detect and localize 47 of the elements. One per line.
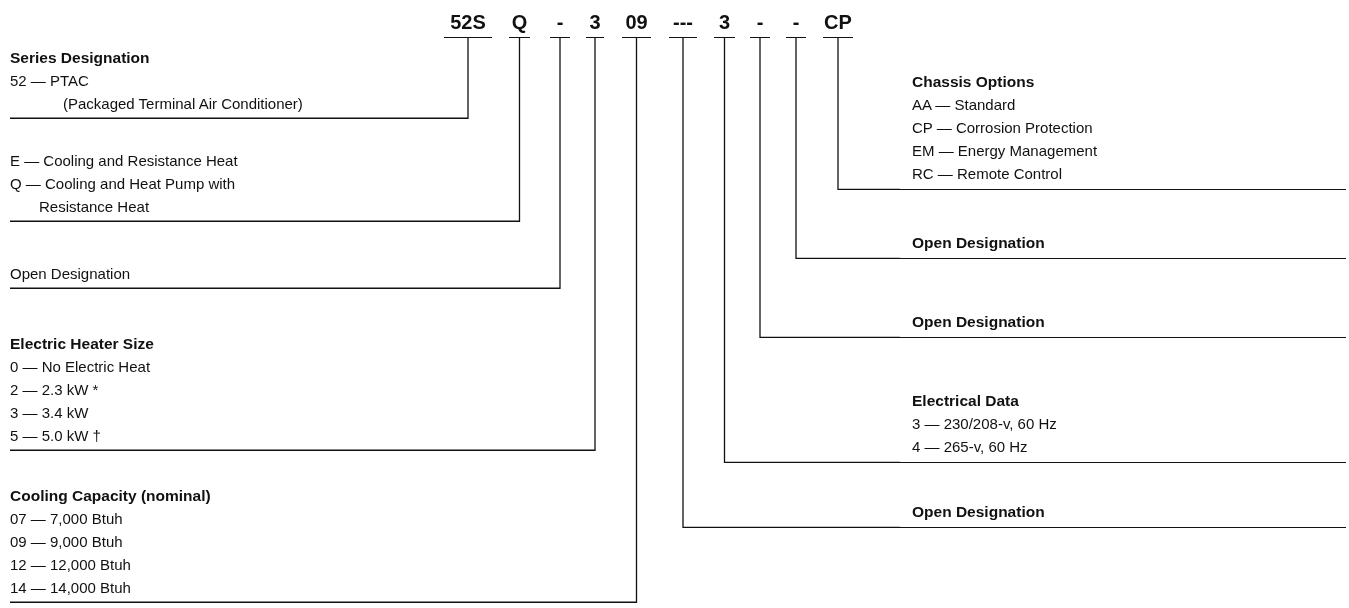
option-text: AA — Standard	[912, 95, 1016, 115]
option-text: 12 — 12,000 Btuh	[10, 555, 131, 575]
section-heading: Open Designation	[912, 502, 1045, 522]
model-code-segment: 09	[622, 6, 651, 38]
option-text: CP — Corrosion Protection	[912, 118, 1093, 138]
model-code-segment: 3	[714, 6, 735, 38]
leader-line	[9, 36, 638, 603]
leader-line	[795, 36, 901, 259]
leader-line	[837, 36, 901, 190]
option-text: 14 — 14,000 Btuh	[10, 578, 131, 598]
model-code-segment: CP	[823, 6, 853, 38]
option-text: 52 — PTAC	[10, 71, 89, 91]
option-text: 3 — 3.4 kW	[10, 403, 89, 423]
model-code-segment: ---	[669, 6, 697, 38]
section-heading: Chassis Options	[912, 72, 1035, 92]
option-text: 0 — No Electric Heat	[10, 357, 151, 377]
model-code-segment: 52S	[444, 6, 492, 38]
option-text: 07 — 7,000 Btuh	[10, 509, 123, 529]
option-text: 4 — 265-v, 60 Hz	[912, 437, 1028, 457]
option-text: 3 — 230/208-v, 60 Hz	[912, 414, 1057, 434]
section-heading: Electric Heater Size	[10, 334, 154, 354]
section-heading: Open Designation	[912, 312, 1045, 332]
leader-line	[9, 36, 561, 289]
leader-line	[9, 36, 596, 451]
option-text: (Packaged Terminal Air Conditioner)	[63, 94, 303, 114]
model-code-segment: -	[750, 6, 770, 38]
option-text: 2 — 2.3 kW *	[10, 380, 99, 400]
section-heading: Electrical Data	[912, 391, 1019, 411]
model-code-segment: Q	[509, 6, 530, 38]
option-text: 5 — 5.0 kW †	[10, 426, 101, 446]
option-text: Q — Cooling and Heat Pump with Resistance Heat	[10, 174, 237, 217]
leader-line	[682, 36, 901, 528]
model-code-segment: 3	[586, 6, 604, 38]
option-text: Open Designation	[10, 264, 131, 284]
option-text: RC — Remote Control	[912, 164, 1063, 184]
option-text: E — Cooling and Resistance Heat	[10, 151, 238, 171]
model-code-segment: -	[550, 6, 570, 38]
leader-line	[9, 36, 521, 222]
section-heading: Open Designation	[912, 233, 1045, 253]
leader-line	[759, 36, 901, 338]
section-heading: Series Designation	[10, 48, 150, 68]
option-text: EM — Energy Management	[912, 141, 1098, 161]
section-heading: Cooling Capacity (nominal)	[10, 486, 211, 506]
leader-line	[723, 36, 901, 463]
option-text: 09 — 9,000 Btuh	[10, 532, 123, 552]
model-code-segment: -	[786, 6, 806, 38]
leader-line	[9, 36, 469, 119]
